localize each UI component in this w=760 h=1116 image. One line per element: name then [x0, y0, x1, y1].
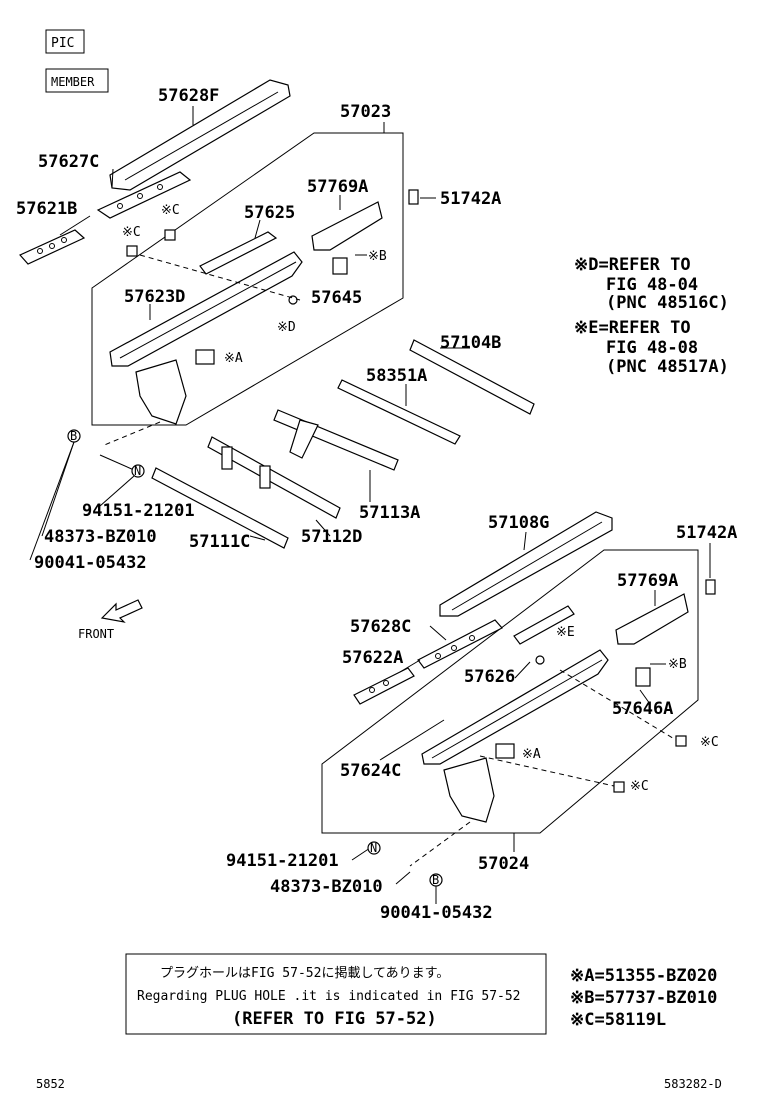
crossmember-57112d [207, 436, 341, 519]
legend-b: ※B=57737-BZ010 [570, 988, 717, 1008]
clip-57646a [635, 667, 651, 687]
label-57024: 57024 [478, 854, 529, 874]
note-box [125, 953, 547, 1035]
label-57628f: 57628F [158, 86, 219, 106]
lower-bracket-upper [135, 359, 187, 425]
label-d: ※D [277, 320, 296, 335]
bracket-57769a-lower [615, 593, 689, 645]
legend-a: ※A=51355-BZ020 [570, 966, 717, 986]
label-57112d: 57112D [301, 527, 362, 547]
member-lower-main [421, 649, 609, 765]
footer-figure-code: 583282-D [664, 1077, 722, 1091]
member-tag: MEMBER [45, 68, 109, 93]
label-58351a: 58351A [366, 366, 427, 386]
label-57113a: 57113A [359, 503, 420, 523]
square-c-2 [164, 229, 176, 241]
label-e: ※E [556, 625, 575, 640]
reinforcement-58351a [337, 379, 461, 445]
marker-n-middle [131, 464, 145, 478]
marker-b-lower-label: B [432, 873, 439, 887]
label-57628c: 57628C [350, 617, 411, 637]
label-94151-middle: 94151-21201 [82, 501, 195, 521]
square-c-1 [126, 245, 138, 257]
label-90041-middle: 90041-05432 [34, 553, 147, 573]
label-a-lower: ※A [522, 747, 541, 762]
label-b-upper: ※B [368, 249, 387, 264]
label-57627c: 57627C [38, 152, 99, 172]
label-57646a: 57646A [612, 699, 673, 719]
bolt-d [288, 295, 298, 305]
label-c-lower-2: ※C [630, 779, 649, 794]
refer-e-line1: ※E=REFER TO [574, 318, 691, 338]
legend-c: ※C=58119L [570, 1010, 666, 1030]
label-57104b: 57104B [440, 333, 501, 353]
square-c-lower-1 [675, 735, 687, 747]
note-line-ja: プラグホールはFIG 57-52に掲載してあります。 [160, 965, 449, 981]
label-57623d: 57623D [124, 287, 185, 307]
marker-b-middle-label: B [70, 429, 77, 443]
refer-d-line1: ※D=REFER TO [574, 255, 691, 275]
front-label: FRONT [78, 627, 114, 641]
label-51742a-upper: 51742A [440, 189, 501, 209]
block-a-lower [495, 743, 515, 759]
plate-57622a [353, 667, 415, 705]
label-90041-lower: 90041-05432 [380, 903, 493, 923]
refer-e-line3: (PNC 48517A) [606, 357, 729, 377]
upper-assembly-outline [91, 132, 404, 426]
pic-tag: PIC [45, 29, 85, 54]
refer-d-line3: (PNC 48516C) [606, 293, 729, 313]
label-57769a-upper: 57769A [307, 177, 368, 197]
label-b-lower: ※B [668, 657, 687, 672]
label-c-lower-1: ※C [700, 735, 719, 750]
label-57108g: 57108G [488, 513, 549, 533]
marker-n-middle-label: N [134, 464, 141, 478]
label-57621b: 57621B [16, 199, 77, 219]
crossmember-57113a [273, 409, 399, 471]
plate-57628c [417, 619, 503, 669]
member-tag-label: MEMBER [51, 75, 95, 89]
marker-b-lower [429, 873, 443, 887]
marker-n-lower [367, 841, 381, 855]
clip-51742a-lower [705, 579, 716, 595]
label-57622a: 57622A [342, 648, 403, 668]
label-57645: 57645 [311, 288, 362, 308]
bracket-57626 [513, 605, 575, 645]
lower-bracket-lower [443, 757, 495, 823]
front-arrow-icon [100, 599, 143, 623]
refer-e-line2: FIG 48-08 [606, 338, 698, 358]
label-57625: 57625 [244, 203, 295, 223]
label-48373-middle: 48373-BZ010 [44, 527, 157, 547]
label-57111c: 57111C [189, 532, 250, 552]
footer-page-code: 5852 [36, 1077, 65, 1091]
lower-assembly-outline [321, 549, 699, 834]
label-c-upper-1: ※C [161, 203, 180, 218]
label-51742a-lower: 51742A [676, 523, 737, 543]
marker-n-lower-label: N [370, 841, 377, 855]
pic-tag-label: PIC [51, 36, 74, 51]
label-94151-lower: 94151-21201 [226, 851, 339, 871]
bracket-57769a [311, 201, 383, 251]
clip-57645 [332, 257, 348, 275]
label-c-upper-2: ※C [122, 225, 141, 240]
block-a-upper [195, 349, 215, 365]
square-c-lower-2 [613, 781, 625, 793]
label-57626: 57626 [464, 667, 515, 687]
note-line-refer: (REFER TO FIG 57-52) [232, 1009, 437, 1029]
bracket-57625 [199, 231, 278, 275]
bolt-e [535, 655, 545, 665]
clip-51742a-upper [408, 189, 419, 205]
label-48373-lower: 48373-BZ010 [270, 877, 383, 897]
label-a-upper: ※A [224, 351, 243, 366]
label-57624c: 57624C [340, 761, 401, 781]
label-57769a-lower: 57769A [617, 571, 678, 591]
note-line-en: Regarding PLUG HOLE .it is indicated in … [137, 989, 521, 1004]
refer-d-line2: FIG 48-04 [606, 275, 698, 295]
crossmember-57111c [151, 467, 289, 549]
crossmember-57104b [409, 339, 535, 415]
label-57023: 57023 [340, 102, 391, 122]
rail-57108g [439, 511, 613, 617]
